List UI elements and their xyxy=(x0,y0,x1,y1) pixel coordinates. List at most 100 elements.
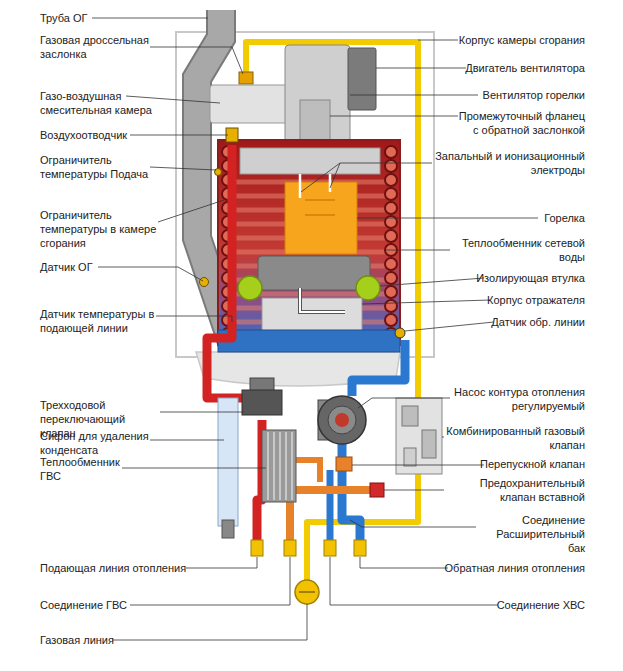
leader-lines xyxy=(384,490,444,491)
hydraulic-components xyxy=(218,398,238,526)
combustion-chamber xyxy=(228,152,391,336)
callout-label: Предохранительный клапан вставной xyxy=(443,476,585,504)
leader-lines xyxy=(358,398,450,408)
callout-label: Соединение ХВС xyxy=(435,598,585,612)
hydraulic-components xyxy=(402,406,418,426)
leader-lines xyxy=(98,267,203,281)
combustion-chamber xyxy=(215,169,222,176)
callout-label: Теплообменник сетевой воды xyxy=(449,236,585,264)
combustion-chamber xyxy=(300,174,330,198)
leader-lines xyxy=(330,163,340,188)
callout-label: Обратная линия отопления xyxy=(435,561,585,575)
leader-lines xyxy=(158,200,224,222)
leader-lines xyxy=(150,167,216,170)
leader-lines xyxy=(112,604,307,640)
dhw-pipes xyxy=(370,483,384,497)
leader-lines xyxy=(156,316,232,322)
leader-lines xyxy=(442,437,444,438)
flue-pipe xyxy=(200,278,209,287)
flow-pipes xyxy=(207,145,270,545)
callout-label: Перепускной клапан xyxy=(435,457,585,471)
leader-lines xyxy=(360,557,448,568)
leader-lines xyxy=(92,18,208,19)
callout-label: Газо-воздушная смесительная камера xyxy=(40,89,156,117)
connection-taps xyxy=(251,540,366,604)
combustion-chamber xyxy=(285,182,357,254)
callout-label: Насос контура отопления регулируемый xyxy=(449,385,585,413)
callout-label: Соединение ГВС xyxy=(40,598,160,612)
callout-label: Запальный и ионизационный электроды xyxy=(433,149,585,177)
connection-taps xyxy=(251,540,263,556)
combustion-chamber xyxy=(300,288,345,312)
hydraulic-components xyxy=(218,378,442,538)
leader-lines xyxy=(126,96,220,103)
leader-lines xyxy=(386,250,450,251)
leader-lines xyxy=(150,440,224,441)
callout-label: Датчик обр. линии xyxy=(435,315,585,329)
hydraulic-components xyxy=(262,430,296,502)
callout-label: Газовая линия xyxy=(40,633,160,647)
callout-label: Датчик ОГ xyxy=(40,260,160,274)
callout-label: Изолирующая втулка xyxy=(435,271,585,285)
hydraulic-components xyxy=(318,396,366,444)
hydraulic-components xyxy=(268,432,292,500)
callout-label: Двигатель вентилятора xyxy=(435,61,585,75)
leader-lines xyxy=(330,116,458,117)
callout-label: Промежуточный фланец с обратной заслонко… xyxy=(457,109,585,137)
leader-lines xyxy=(362,300,490,304)
flow-pipes xyxy=(257,420,262,545)
connection-taps xyxy=(354,540,366,556)
leader-lines xyxy=(418,40,458,41)
callout-label: Теплообменник ГВС xyxy=(40,455,124,483)
connection-taps xyxy=(295,580,319,604)
combustion-chamber xyxy=(258,256,370,290)
callout-label: Сифон для удаления конденсата xyxy=(40,429,152,457)
leader-lines xyxy=(130,135,228,136)
combustion-chamber xyxy=(215,128,406,352)
leader-lines xyxy=(376,68,466,69)
leader-lines xyxy=(122,468,266,469)
leader-lines xyxy=(405,322,494,331)
hydraulic-components xyxy=(242,390,282,415)
dhw-pipes xyxy=(336,457,352,471)
connection-taps xyxy=(299,591,315,593)
leader-lines xyxy=(150,47,243,74)
leader-lines xyxy=(160,412,244,413)
callout-label: Подающая линия отопления xyxy=(40,561,200,575)
dhw-pipes xyxy=(296,460,320,482)
return-pipes xyxy=(352,340,405,396)
leader-lines xyxy=(352,465,484,466)
fan-assembly xyxy=(300,100,330,145)
leader-lines xyxy=(380,278,484,286)
leader-lines xyxy=(350,520,476,527)
hydraulic-components xyxy=(396,398,442,474)
connection-taps xyxy=(324,540,336,556)
leader-lines xyxy=(186,557,257,568)
combustion-chamber xyxy=(300,288,345,312)
dhw-pipes xyxy=(286,502,294,545)
callout-label: Вентилятор горелки xyxy=(435,88,585,102)
callout-label: Ограничитель температуры в камере сгоран… xyxy=(40,208,160,250)
combustion-chamber xyxy=(240,148,380,174)
combustion-chamber xyxy=(218,140,400,345)
return-pipes xyxy=(327,470,334,545)
callout-label: Газовая дроссельная заслонка xyxy=(40,33,152,61)
hydraulic-components xyxy=(422,430,436,458)
combustion-chamber xyxy=(228,152,391,336)
combustion-chamber xyxy=(395,328,405,338)
connection-taps xyxy=(284,540,296,556)
leader-lines xyxy=(350,95,478,96)
fan-assembly xyxy=(348,48,376,110)
combustion-chamber xyxy=(356,276,380,300)
combustion-chamber xyxy=(305,200,335,215)
leader-lines xyxy=(301,163,432,192)
callout-label: Труба ОГ xyxy=(40,11,160,25)
callout-label: Ограничитель температуры Подача xyxy=(40,153,152,181)
callout-label: Комбинированный газовый клапан xyxy=(445,424,585,452)
fan-assembly xyxy=(285,45,350,145)
hydraulic-components xyxy=(404,448,416,466)
callout-label: Корпус камеры сгорания xyxy=(435,33,585,47)
gas-pipe xyxy=(239,72,253,84)
